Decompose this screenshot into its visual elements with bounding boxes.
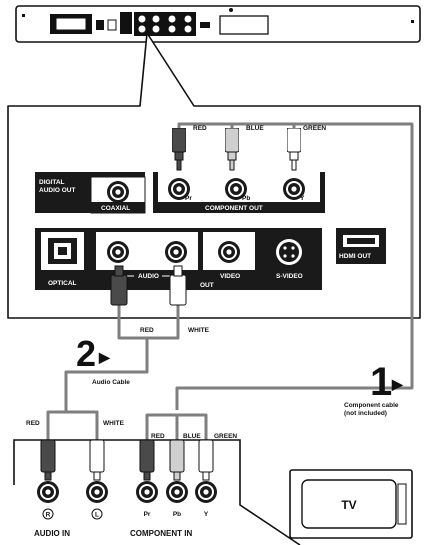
digital-audio-out-label-1: DIGITAL [39,179,65,186]
tv-audio-left-jack [86,481,108,503]
audio-out-label: AUDIO [138,273,159,280]
audio-out-right-jack [107,241,129,263]
label-audio-white-bottom: WHITE [103,420,125,427]
tv-input-panel [13,439,301,545]
step-2-arrow: ▶ [98,349,111,365]
l-mark-circle [91,508,103,520]
component-in-label: COMPONENT IN [130,529,192,538]
audio-in-label: AUDIO IN [34,529,70,538]
component-cable-bottom-pr [145,413,177,440]
hdmi-out-label: HDMI OUT [339,253,371,260]
label-green-top: GREEN [303,125,326,132]
mark-pb: Pb [242,195,250,202]
player-rear-panel [15,5,421,43]
coaxial-jack [107,181,129,203]
component-plug-green-bottom [198,439,214,481]
tv-set [289,469,413,539]
component-cable-bottom-y [177,413,208,440]
audio-cable-label: Audio Cable [92,379,130,386]
label-red-top: RED [193,125,207,132]
tv-pb-label: Pb [173,511,181,518]
audio-cable-bottom-loop [46,410,99,440]
step-2-marker: 2 ▶ [76,333,111,374]
step-1-number: 1 [370,360,392,404]
label-green-bottom: GREEN [214,433,237,440]
optical-label: OPTICAL [48,280,77,287]
out-label: OUT [200,282,214,289]
audio-plug-red-bottom [40,439,56,481]
component-out-label: COMPONENT OUT [205,205,263,212]
mark-pr: Pr [185,195,192,202]
tv-component-pr-jack [136,481,158,503]
label-audio-white-top: WHITE [188,327,210,334]
digital-audio-out-label-2: AUDIO OUT [39,187,76,194]
component-cable-note-2: (not included) [344,410,387,417]
component-plug-red-bottom [139,439,155,481]
audio-cable-run [64,338,149,412]
tv-l-mark: L [95,512,99,519]
audio-out-left-jack [165,241,187,263]
label-blue-top: BLUE [246,125,264,132]
audio-plug-white-bottom [89,439,105,481]
r-mark-circle [42,508,54,520]
component-cable-run [175,122,414,410]
label-blue-bottom: BLUE [183,433,201,440]
video-label: VIDEO [220,273,240,280]
component-cable-note-1: Component cable [344,402,399,409]
audio-plug-white-top [169,265,187,306]
tv-label: TV [341,498,356,512]
tv-y-label: Y [204,511,209,518]
s-video-label: S-VIDEO [276,273,303,280]
tv-component-y-jack [195,481,217,503]
label-audio-red-top: RED [140,327,154,334]
s-video-jack [276,239,302,265]
step-2-number: 2 [76,333,96,374]
tv-pr-label: Pr [144,511,151,518]
label-red-bottom: RED [151,433,165,440]
tv-component-pb-jack [166,481,188,503]
step-1-marker: 1 ▶ [370,360,404,404]
component-plug-blue-bottom [169,439,185,481]
step-1-arrow: ▶ [391,376,404,392]
coaxial-label: COAXIAL [101,205,130,212]
tv-r-mark: R [46,512,51,519]
audio-plug-red-top [110,265,128,306]
tv-audio-right-jack [37,481,59,503]
mark-y: Y [300,195,305,202]
label-audio-red-bottom: RED [26,420,40,427]
video-out-jack [218,241,240,263]
